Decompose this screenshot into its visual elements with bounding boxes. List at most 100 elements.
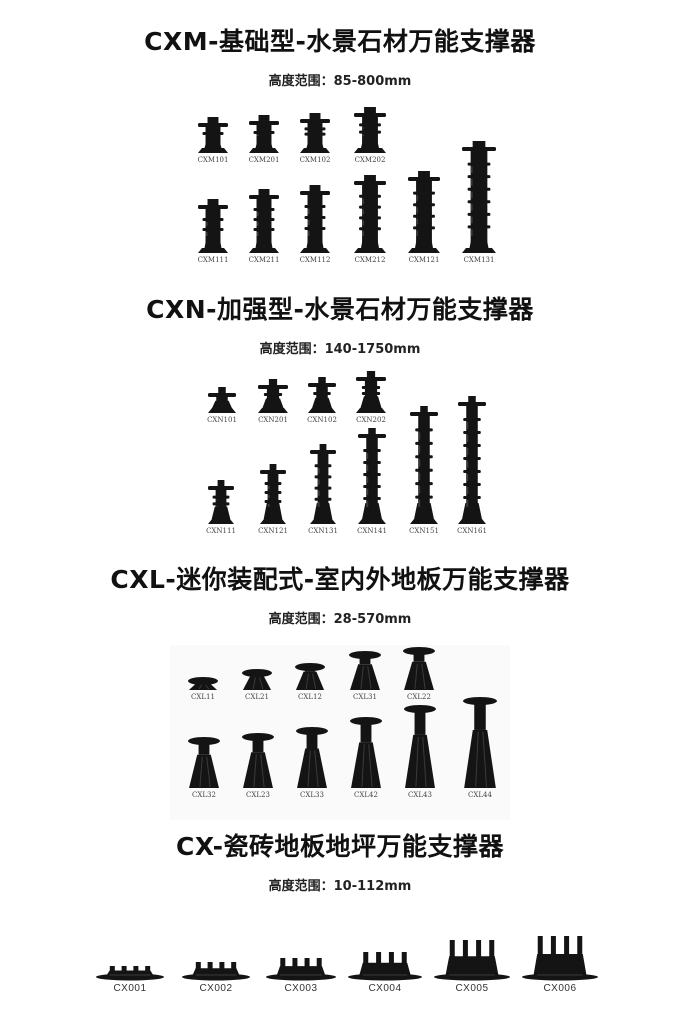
product-label: CXM102 xyxy=(299,156,331,164)
product-cxm121: CXM121 xyxy=(406,171,442,267)
product-cx003: CX003 xyxy=(266,954,336,994)
product-cxn202: CXN202 xyxy=(354,371,388,427)
product-image xyxy=(182,962,250,981)
product-image xyxy=(410,406,438,524)
product-cxn111: CXN111 xyxy=(206,480,236,538)
product-cxm112: CXM112 xyxy=(298,185,332,267)
product-image xyxy=(258,379,288,413)
product-image xyxy=(354,175,386,253)
section-title-cxm: CXM-基础型-水景石材万能支撑器 xyxy=(144,27,536,56)
product-label: CXL31 xyxy=(353,693,377,701)
product-image xyxy=(458,396,486,524)
product-image xyxy=(403,647,435,690)
product-cx004: CX004 xyxy=(348,948,422,994)
product-cxn121: CXN121 xyxy=(258,464,288,538)
product-image xyxy=(354,107,386,153)
product-cxm131: CXM131 xyxy=(460,141,498,267)
product-cxm212: CXM212 xyxy=(352,175,388,267)
product-image xyxy=(522,936,598,981)
product-label: CXL32 xyxy=(192,791,216,799)
product-image xyxy=(408,171,440,253)
product-label: CXL23 xyxy=(246,791,270,799)
product-image xyxy=(358,428,386,524)
product-label: CXN111 xyxy=(206,527,236,535)
product-image xyxy=(188,737,220,788)
product-image xyxy=(300,113,330,153)
product-label: CX004 xyxy=(368,983,402,994)
product-label: CXL21 xyxy=(245,693,269,701)
product-image xyxy=(434,940,510,981)
section-range-cx: 高度范围：10-112mm xyxy=(268,879,412,894)
product-image xyxy=(242,733,274,788)
product-cx002: CX002 xyxy=(182,958,250,994)
product-cxl11: CXL11 xyxy=(187,676,219,704)
product-label: CXN131 xyxy=(308,527,338,535)
product-image xyxy=(296,727,328,788)
product-cxn102: CXN102 xyxy=(306,377,338,427)
product-image xyxy=(308,377,336,413)
product-label: CX002 xyxy=(199,983,233,994)
product-image xyxy=(198,199,228,253)
product-cxn201: CXN201 xyxy=(256,379,290,427)
product-label: CXM211 xyxy=(248,256,280,264)
product-image xyxy=(188,677,218,690)
product-cxl33: CXL33 xyxy=(295,726,329,802)
product-cxl23: CXL23 xyxy=(241,732,275,802)
product-label: CXM212 xyxy=(354,256,386,264)
product-cxm102: CXM102 xyxy=(298,113,332,167)
product-image xyxy=(310,444,336,524)
product-label: CXL22 xyxy=(407,693,431,701)
product-cxn141: CXN141 xyxy=(356,428,388,538)
product-cxl21: CXL21 xyxy=(241,668,273,704)
product-cxm201: CXM201 xyxy=(247,115,281,167)
product-image xyxy=(260,464,286,524)
product-cxl43: CXL43 xyxy=(403,704,437,802)
product-cxl42: CXL42 xyxy=(349,716,383,802)
product-cxm111: CXM111 xyxy=(196,199,230,267)
product-image xyxy=(462,141,496,253)
section-range-cxm: 高度范围：85-800mm xyxy=(268,74,412,89)
product-image xyxy=(356,371,386,413)
product-cxm101: CXM101 xyxy=(196,117,230,167)
product-cxn161: CXN161 xyxy=(456,396,488,538)
product-label: CXL12 xyxy=(298,693,322,701)
product-label: CXL33 xyxy=(300,791,324,799)
product-cxl22: CXL22 xyxy=(402,646,436,704)
product-cxl12: CXL12 xyxy=(294,662,326,704)
cxl-panel xyxy=(170,645,510,820)
product-image xyxy=(350,717,382,788)
product-image xyxy=(242,669,272,690)
product-label: CXN202 xyxy=(356,416,386,424)
product-label: CXL44 xyxy=(468,791,492,799)
section-title-cxl: CXL-迷你装配式-室内外地板万能支撑器 xyxy=(110,565,570,594)
product-image xyxy=(300,185,330,253)
product-cxn131: CXN131 xyxy=(308,444,338,538)
product-label: CX005 xyxy=(455,983,489,994)
product-label: CXN101 xyxy=(207,416,237,424)
product-label: CXN201 xyxy=(258,416,288,424)
product-label: CXN141 xyxy=(357,527,387,535)
product-cx005: CX005 xyxy=(434,936,510,994)
product-image xyxy=(266,958,336,981)
product-image xyxy=(404,705,436,788)
product-image xyxy=(348,952,422,981)
product-image xyxy=(463,697,497,788)
product-image xyxy=(249,115,279,153)
product-cx001: CX001 xyxy=(96,962,164,994)
product-cxm202: CXM202 xyxy=(352,107,388,167)
product-label: CXM201 xyxy=(248,156,280,164)
product-label: CXN121 xyxy=(258,527,288,535)
product-label: CXL43 xyxy=(408,791,432,799)
product-image xyxy=(295,663,325,690)
product-label: CXN151 xyxy=(409,527,439,535)
product-image xyxy=(208,480,234,524)
product-label: CXL11 xyxy=(191,693,215,701)
product-image xyxy=(96,966,164,981)
product-cxl31: CXL31 xyxy=(348,650,382,704)
product-label: CXM131 xyxy=(463,256,495,264)
product-cxl32: CXL32 xyxy=(187,736,221,802)
product-cxl44: CXL44 xyxy=(462,696,498,802)
product-label: CXN102 xyxy=(307,416,337,424)
product-label: CX001 xyxy=(113,983,147,994)
product-label: CXL42 xyxy=(354,791,378,799)
